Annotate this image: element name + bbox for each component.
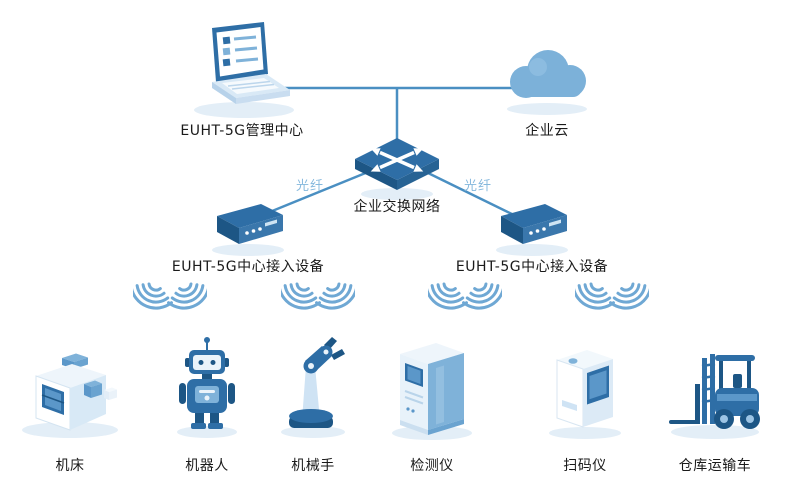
- switch-icon: [355, 138, 439, 200]
- scanner-label: 扫码仪: [563, 458, 607, 474]
- node-management-center: EUHT-5G管理中心: [162, 22, 322, 140]
- node-enterprise-switch: 企业交换网络: [349, 132, 445, 216]
- cloud-icon: [507, 50, 587, 115]
- robot-label: 机器人: [185, 458, 229, 474]
- forklift-icon: [669, 354, 760, 439]
- device-forklift: 仓库运输车: [663, 332, 767, 475]
- detector-icon: [392, 343, 472, 440]
- forklift-label: 仓库运输车: [678, 458, 752, 474]
- detector-label: 检测仪: [410, 458, 454, 474]
- wifi-waves-icon: [428, 282, 502, 310]
- fiber-left-label: 光纤: [296, 179, 325, 194]
- device-machine-tool: 机床: [18, 342, 122, 475]
- access-device-icon: [496, 204, 568, 256]
- node-access-device-left: EUHT-5G中心接入设备: [158, 196, 338, 276]
- wifi-waves-icon: [575, 282, 649, 310]
- access-device-icon: [212, 204, 284, 256]
- wifi-waves-icon: [133, 282, 207, 310]
- enterprise-switch-label: 企业交换网络: [353, 199, 441, 215]
- laptop-icon: [194, 22, 294, 118]
- access-device-left-label: EUHT-5G中心接入设备: [171, 259, 325, 275]
- node-access-device-right: EUHT-5G中心接入设备: [442, 196, 622, 276]
- node-enterprise-cloud: 企业云: [492, 38, 602, 140]
- fiber-right-label: 光纤: [464, 179, 493, 194]
- device-robot: 机器人: [171, 334, 243, 475]
- machine-tool-label: 机床: [55, 458, 85, 474]
- management-center-label: EUHT-5G管理中心: [180, 123, 304, 139]
- scanner-icon: [549, 350, 621, 439]
- wifi-waves-icon: [281, 282, 355, 310]
- device-detector: 检测仪: [386, 334, 478, 475]
- robot-arm-label: 机械手: [291, 458, 335, 474]
- access-device-right-label: EUHT-5G中心接入设备: [455, 259, 609, 275]
- machine-tool-icon: [22, 353, 118, 438]
- robot-icon: [177, 337, 237, 438]
- enterprise-cloud-label: 企业云: [525, 123, 569, 139]
- device-robot-arm: 机械手: [274, 332, 352, 475]
- device-scanner: 扫码仪: [543, 334, 627, 475]
- robot-arm-icon: [281, 337, 345, 438]
